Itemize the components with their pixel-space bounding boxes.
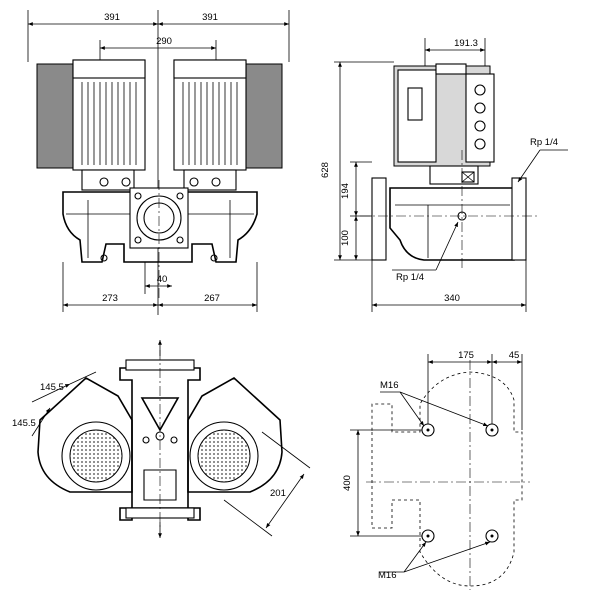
dim-total-height: 628 bbox=[320, 162, 331, 178]
right-side-flange bbox=[511, 177, 527, 261]
dim-motor-center-distance: 290 bbox=[156, 36, 172, 47]
bolt-hole bbox=[485, 529, 499, 543]
left-fan-cover bbox=[36, 63, 74, 169]
front-view: 391 391 290 bbox=[27, 10, 290, 315]
label-bolt-thread-bottom: M16 bbox=[378, 570, 396, 581]
left-motor-fins bbox=[81, 82, 137, 165]
dim-bolt-offset: 175 bbox=[458, 350, 474, 361]
dim-side-length: 340 bbox=[444, 293, 460, 304]
dim-base-right: 267 bbox=[204, 293, 220, 304]
dim-pipe-center-height: 194 bbox=[340, 183, 351, 199]
left-side-flange bbox=[371, 177, 387, 261]
dim-top-radius: 201 bbox=[270, 488, 286, 499]
dim-base-left: 273 bbox=[102, 293, 118, 304]
label-gauge-port-top: Rp 1/4 bbox=[530, 137, 558, 148]
dim-bolt-edge: 45 bbox=[509, 350, 520, 361]
dim-bolt-spacing: 400 bbox=[342, 475, 353, 491]
label-bolt-thread-top: M16 bbox=[380, 380, 398, 391]
dim-foot-height: 100 bbox=[340, 230, 351, 246]
right-stool bbox=[183, 169, 237, 191]
dim-front-right-width: 391 bbox=[202, 12, 218, 23]
right-motor-fins bbox=[182, 82, 238, 165]
top-right-motor bbox=[187, 377, 283, 493]
top-central-body bbox=[119, 367, 201, 521]
dim-top-leg-a: 145.5 bbox=[40, 382, 64, 393]
dim-side-motor-width: 191.3 bbox=[454, 38, 478, 49]
dim-top-leg-b: 145.5 bbox=[12, 418, 36, 429]
dim-front-left-width: 391 bbox=[104, 12, 120, 23]
top-left-motor bbox=[37, 377, 133, 493]
right-fan-cover bbox=[245, 63, 283, 169]
bolt-layout-view: 175 45 400 M16 M16 bbox=[342, 350, 530, 590]
side-view: 191.3 628 194 100 bbox=[320, 38, 568, 312]
terminal-box bbox=[465, 73, 495, 163]
dim-flange-offset: 40 bbox=[157, 274, 168, 285]
top-view: 145.5 145.5 201 bbox=[12, 340, 311, 538]
side-pump-body bbox=[389, 187, 515, 261]
pump-housing bbox=[62, 191, 258, 263]
label-gauge-port-bottom: Rp 1/4 bbox=[396, 272, 424, 283]
